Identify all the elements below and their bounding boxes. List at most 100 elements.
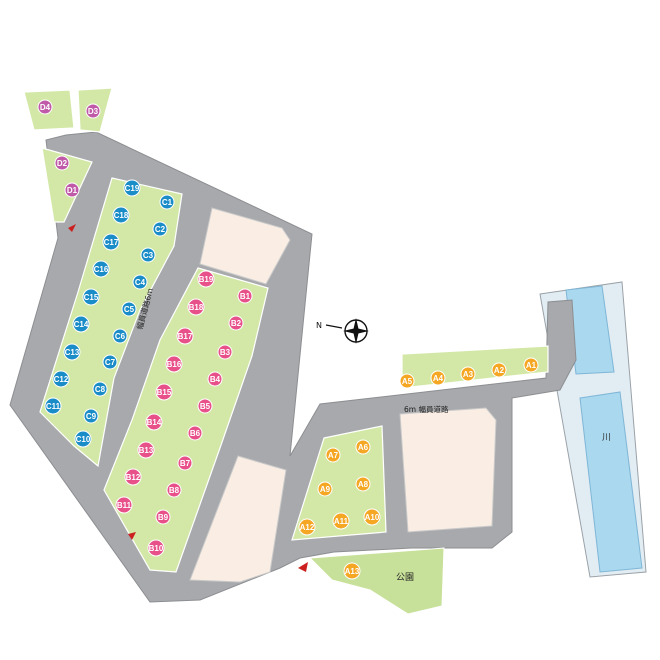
lot-badge-circle xyxy=(112,206,130,224)
lot-c10-badge[interactable]: C10 xyxy=(74,430,92,448)
lot-b5-badge[interactable]: B5 xyxy=(197,398,213,414)
lot-a10-badge[interactable]: A10 xyxy=(363,508,381,526)
lot-badge-circle xyxy=(197,398,213,414)
lot-b13-badge[interactable]: B13 xyxy=(137,441,155,459)
lot-b10-badge[interactable]: B10 xyxy=(147,539,165,557)
lot-c13-badge[interactable]: C13 xyxy=(63,343,81,361)
lot-label: A5 xyxy=(402,377,413,386)
lot-label: B13 xyxy=(139,446,154,455)
lot-label: A13 xyxy=(345,567,360,576)
lot-label: B16 xyxy=(167,360,182,369)
lot-a4-badge[interactable]: A4 xyxy=(430,370,446,386)
compass-north-label: N xyxy=(316,321,322,330)
lot-badge-circle xyxy=(237,288,253,304)
lot-b6-badge[interactable]: B6 xyxy=(187,425,203,441)
lot-badge-circle xyxy=(145,413,163,431)
lot-a5-badge[interactable]: A5 xyxy=(399,373,415,389)
lot-c3-badge[interactable]: C3 xyxy=(140,247,156,263)
lot-b7-badge[interactable]: B7 xyxy=(177,455,193,471)
lot-badge-circle xyxy=(207,371,223,387)
lot-a7-badge[interactable]: A7 xyxy=(325,447,341,463)
lot-a3-badge[interactable]: A3 xyxy=(460,366,476,382)
lot-b4-badge[interactable]: B4 xyxy=(207,371,223,387)
lot-c18-badge[interactable]: C18 xyxy=(112,206,130,224)
lot-badge-circle xyxy=(187,298,205,316)
lot-label: C17 xyxy=(104,238,119,247)
lot-c5-badge[interactable]: C5 xyxy=(121,301,137,317)
corner-markers xyxy=(68,224,308,572)
lot-a11-badge[interactable]: A11 xyxy=(332,512,350,530)
lot-b9-badge[interactable]: B9 xyxy=(155,509,171,525)
lot-b14-badge[interactable]: B14 xyxy=(145,413,163,431)
lot-b3-badge[interactable]: B3 xyxy=(217,344,233,360)
lot-badge-circle xyxy=(140,247,156,263)
lot-c2-badge[interactable]: C2 xyxy=(152,221,168,237)
lot-badge-circle xyxy=(159,194,175,210)
lot-a6-badge[interactable]: A6 xyxy=(355,439,371,455)
lot-badge-circle xyxy=(121,301,137,317)
lot-c6-badge[interactable]: C6 xyxy=(112,328,128,344)
lot-c12-badge[interactable]: C12 xyxy=(52,370,70,388)
lot-badge-circle xyxy=(155,383,173,401)
lot-badge-circle xyxy=(124,468,142,486)
block-north xyxy=(199,207,291,285)
lot-a2-badge[interactable]: A2 xyxy=(491,362,507,378)
lot-c14-badge[interactable]: C14 xyxy=(72,315,90,333)
lot-badge-circle xyxy=(317,481,333,497)
lot-a8-badge[interactable]: A8 xyxy=(355,476,371,492)
block-east xyxy=(399,407,497,533)
lot-d1-badge[interactable]: D1 xyxy=(64,182,80,198)
blocks xyxy=(189,207,497,583)
lot-b12-badge[interactable]: B12 xyxy=(124,468,142,486)
lot-c8-badge[interactable]: C8 xyxy=(92,381,108,397)
lot-badge-circle xyxy=(176,327,194,345)
lot-label: D2 xyxy=(57,159,68,168)
lot-badge-circle xyxy=(63,343,81,361)
lot-a1-badge[interactable]: A1 xyxy=(523,357,539,373)
lot-b1-badge[interactable]: B1 xyxy=(237,288,253,304)
lot-c16-badge[interactable]: C16 xyxy=(92,260,110,278)
lot-badge-circle xyxy=(72,315,90,333)
lot-c17-badge[interactable]: C17 xyxy=(102,233,120,251)
lot-badge-circle xyxy=(152,221,168,237)
lot-label: D1 xyxy=(67,186,78,195)
lot-label: B19 xyxy=(199,275,214,284)
lot-badge-circle xyxy=(177,455,193,471)
river-label: 川 xyxy=(602,433,611,443)
lot-a12-badge[interactable]: A12 xyxy=(298,518,316,536)
lot-b16-badge[interactable]: B16 xyxy=(165,355,183,373)
lot-a9-badge[interactable]: A9 xyxy=(317,481,333,497)
lot-c1-badge[interactable]: C1 xyxy=(159,194,175,210)
lot-badge-circle xyxy=(332,512,350,530)
lot-badge-circle xyxy=(37,99,53,115)
park-area xyxy=(308,547,445,615)
lot-c9-badge[interactable]: C9 xyxy=(83,408,99,424)
lot-label: B8 xyxy=(169,486,180,495)
lot-d2-badge[interactable]: D2 xyxy=(54,155,70,171)
lot-b8-badge[interactable]: B8 xyxy=(166,482,182,498)
lot-label: B3 xyxy=(220,348,231,357)
lot-c19-badge[interactable]: C19 xyxy=(123,179,141,197)
lot-b17-badge[interactable]: B17 xyxy=(176,327,194,345)
park-label: 公園 xyxy=(396,572,414,583)
lot-c4-badge[interactable]: C4 xyxy=(132,274,148,290)
lot-b15-badge[interactable]: B15 xyxy=(155,383,173,401)
lot-b11-badge[interactable]: B11 xyxy=(115,496,133,514)
lot-b19-badge[interactable]: B19 xyxy=(197,270,215,288)
corner-marker-1 xyxy=(68,224,76,232)
lot-c11-badge[interactable]: C11 xyxy=(44,397,62,415)
lot-b2-badge[interactable]: B2 xyxy=(228,315,244,331)
lot-b18-badge[interactable]: B18 xyxy=(187,298,205,316)
lot-c15-badge[interactable]: C15 xyxy=(82,288,100,306)
lot-label: B18 xyxy=(189,303,204,312)
lot-a13-badge[interactable]: A13 xyxy=(343,562,361,580)
lot-label: A7 xyxy=(328,451,339,460)
lot-badge-circle xyxy=(74,430,92,448)
lot-badge-circle xyxy=(85,103,101,119)
lot-c7-badge[interactable]: C7 xyxy=(102,354,118,370)
lot-d3-badge[interactable]: D3 xyxy=(85,103,101,119)
river-water-lower xyxy=(579,391,643,573)
lot-d4-badge[interactable]: D4 xyxy=(37,99,53,115)
lot-badge-circle xyxy=(123,179,141,197)
